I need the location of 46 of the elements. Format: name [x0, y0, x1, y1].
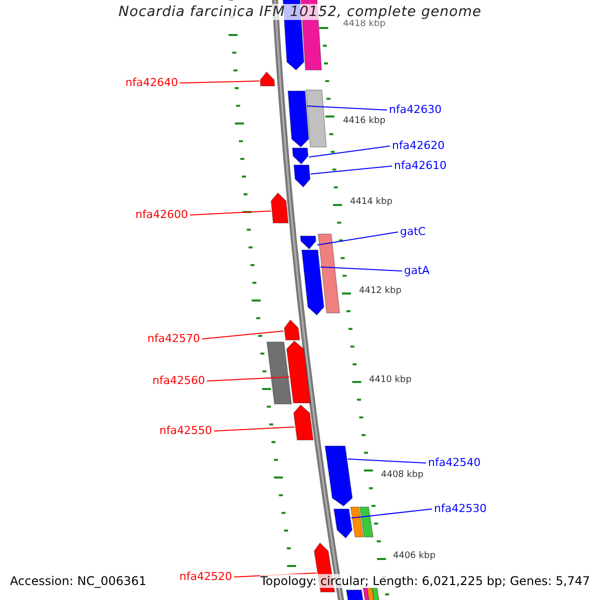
leader-line: [190, 210, 272, 216]
gene-marker: [284, 319, 300, 340]
scale-label: 4406 kbp: [392, 551, 436, 562]
leader-line: [316, 232, 398, 246]
scale-label: 4408 kbp: [380, 470, 424, 481]
gene-marker: [260, 71, 276, 86]
gene-marker: [270, 192, 289, 224]
gene-label: gatA: [404, 264, 430, 277]
leader-line: [308, 146, 390, 158]
gene-marker: [333, 508, 353, 539]
scale-label: 4412 kbp: [358, 286, 402, 297]
leader-line: [347, 458, 426, 464]
gene-label: nfa42610: [394, 159, 447, 172]
gene-label: nfa42520: [179, 570, 232, 583]
scale-label: 4416 kbp: [342, 116, 386, 127]
gene-bar: [318, 234, 340, 314]
leader-line: [310, 166, 392, 174]
scale-label: 4418 kbp: [342, 19, 386, 30]
gene-label: nfa42530: [434, 502, 487, 515]
scale-label: 4410 kbp: [368, 375, 412, 386]
gene-label: gatC: [400, 225, 426, 238]
leader-line: [214, 426, 295, 432]
gene-label: nfa42640: [125, 76, 178, 89]
gene-bar: [266, 342, 292, 404]
title: Nocardia farcinica IFM 10152, complete genome: [118, 4, 482, 20]
leader-line: [180, 80, 260, 84]
gene-marker: [293, 164, 311, 188]
genome-summary-text: Topology: circular; Length: 6,021,225 bp; Genes: 5,747: [260, 574, 590, 588]
gene-label: nfa42560: [152, 374, 205, 387]
gene-label: nfa42540: [428, 456, 481, 469]
gene-label: nfa42600: [135, 208, 188, 221]
leader-line: [306, 106, 388, 110]
leader-line: [206, 376, 290, 382]
scale-label: 4414 kbp: [349, 197, 394, 208]
accession-text: Accession: NC_006361: [10, 574, 146, 588]
leader-line: [350, 508, 432, 518]
gene-bar: [350, 506, 364, 538]
gene-bar: [359, 506, 374, 538]
gene-label: nfa42630: [389, 103, 442, 116]
gene-bar: [305, 90, 327, 148]
gene-bar: [372, 588, 382, 600]
gene-marker: [293, 404, 314, 440]
gene-label: nfa42570: [147, 332, 200, 345]
gene-label: nfa42620: [392, 139, 445, 152]
gene-label: nfa42550: [159, 424, 212, 437]
leader-line: [202, 330, 284, 340]
